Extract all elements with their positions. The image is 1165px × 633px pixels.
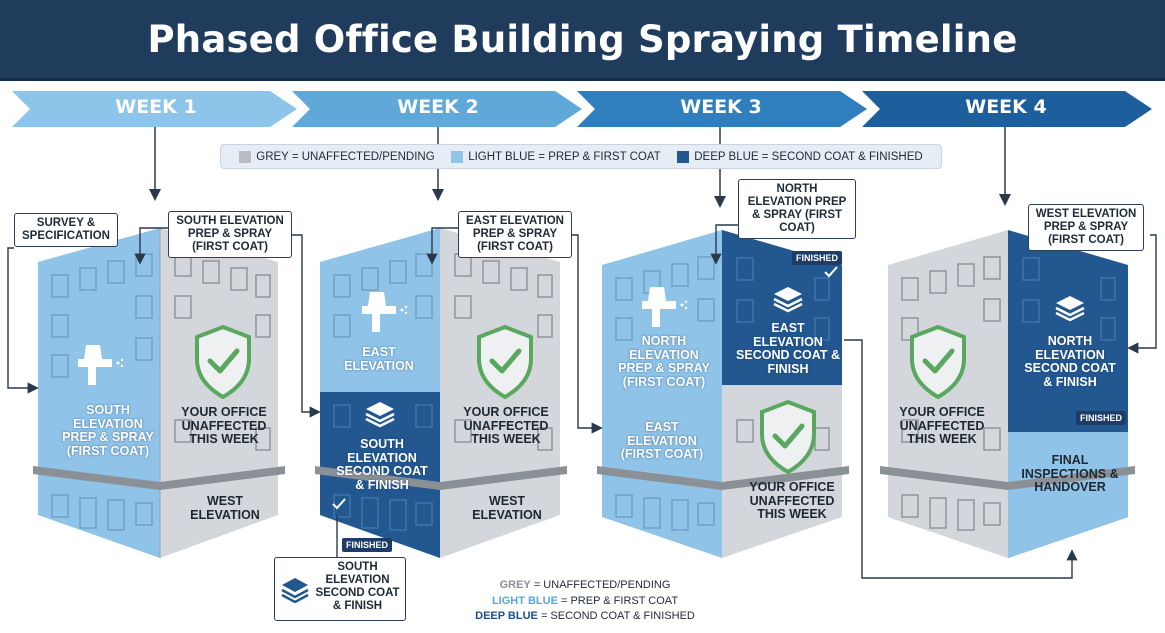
north-elevation-text: NORTH ELEVATION PREP & SPRAY (FIRST COAT… <box>618 334 710 389</box>
spray-gun-icon <box>642 287 688 327</box>
callout-east-prep: EAST ELEVATION PREP & SPRAY (FIRST COAT) <box>458 211 572 258</box>
spray-gun-icon <box>362 292 408 332</box>
south-elevation-text: SOUTH ELEVATION PREP & SPRAY (FIRST COAT… <box>62 403 154 458</box>
title-banner: Phased Office Building Spraying Timeline <box>0 0 1165 81</box>
office-unaffected-text: YOUR OFFICE UNAFFECTED THIS WEEK <box>749 480 835 521</box>
callout-survey: SURVEY & SPECIFICATION <box>14 213 118 247</box>
south-finish-text: SOUTH ELEVATION SECOND COAT & FINISH <box>336 437 428 492</box>
week-1-label: WEEK 1 <box>115 96 197 118</box>
legend-grey: GREY = UNAFFECTED/PENDING <box>239 150 435 163</box>
deep-blue-swatch <box>677 150 690 163</box>
callout-north-prep: NORTH ELEVATION PREP & SPRAY (FIRST COAT… <box>738 179 856 239</box>
east-elevation-text: EAST ELEVATION <box>344 345 414 373</box>
legend-light-blue: LIGHT BLUE = PREP & FIRST COAT <box>451 150 661 163</box>
grey-swatch <box>239 150 252 163</box>
finished-badge: FINISHED <box>342 538 393 552</box>
callout-south-prep: SOUTH ELEVATION PREP & SPRAY (FIRST COAT… <box>168 211 292 258</box>
color-legend: GREY = UNAFFECTED/PENDING LIGHT BLUE = P… <box>220 144 942 169</box>
week-4-label: WEEK 4 <box>965 96 1047 118</box>
check-icon <box>824 266 838 278</box>
callout-west-prep: WEST ELEVATION PREP & SPRAY (FIRST COAT) <box>1028 204 1144 251</box>
east-finish-text: EAST ELEVATION SECOND COAT & FINISH <box>736 321 840 376</box>
shield-check-icon <box>195 324 251 400</box>
layers-icon <box>1055 296 1085 322</box>
week-arrows <box>12 91 1152 127</box>
week-3-label: WEEK 3 <box>680 96 762 118</box>
shield-check-icon <box>477 324 533 400</box>
page-title: Phased Office Building Spraying Timeline <box>147 17 1018 61</box>
finished-badge: FINISHED <box>1076 411 1127 425</box>
office-unaffected-text: YOUR OFFICE UNAFFECTED THIS WEEK <box>181 405 267 446</box>
leader-lines <box>7 224 1157 579</box>
west-elevation-text: WEST ELEVATION <box>190 494 260 522</box>
week-3-arrow <box>577 91 867 127</box>
bottom-legend: GREY = UNAFFECTED/PENDING LIGHT BLUE = P… <box>475 579 695 622</box>
east-elevation-text: EAST ELEVATION (FIRST COAT) <box>620 420 704 461</box>
week-1-arrow <box>12 91 297 127</box>
building-week-2 <box>315 228 567 558</box>
week-2-arrow <box>292 91 582 127</box>
south-windows <box>51 253 153 531</box>
office-unaffected-text: YOUR OFFICE UNAFFECTED THIS WEEK <box>899 405 985 446</box>
week-2-label: WEEK 2 <box>397 96 479 118</box>
check-icon <box>332 498 346 510</box>
west-elevation-text: WEST ELEVATION <box>472 494 542 522</box>
final-inspections-text: FINAL INSPECTIONS & HANDOVER <box>1021 453 1119 494</box>
layers-icon <box>365 402 395 428</box>
spray-gun-icon <box>78 345 124 385</box>
building-week-3 <box>597 230 849 558</box>
shield-check-icon <box>910 324 966 400</box>
office-unaffected-text: YOUR OFFICE UNAFFECTED THIS WEEK <box>463 405 549 446</box>
week-4-arrow <box>862 91 1152 127</box>
legend-deep-blue: DEEP BLUE = SECOND COAT & FINISHED <box>677 150 923 163</box>
layers-icon <box>281 578 309 603</box>
shield-check-icon <box>760 399 816 475</box>
building-week-4 <box>880 230 1135 558</box>
layers-icon <box>773 287 803 313</box>
light-blue-swatch <box>451 150 464 163</box>
finished-badge: FINISHED <box>792 251 843 265</box>
building-week-1 <box>33 228 285 558</box>
north-finish-text: NORTH ELEVATION SECOND COAT & FINISH <box>1024 334 1116 389</box>
